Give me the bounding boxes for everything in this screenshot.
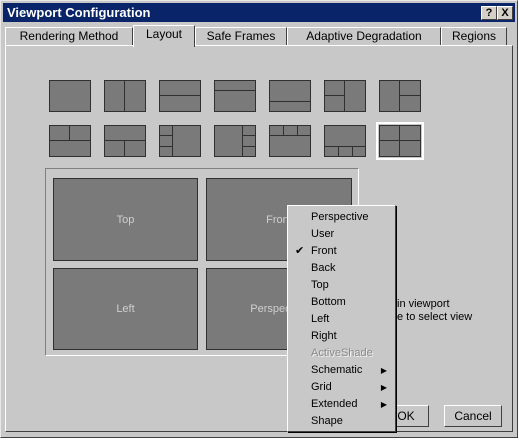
viewport-top[interactable]: Top xyxy=(53,178,198,261)
menu-item-extended[interactable]: Extended ▶ xyxy=(290,396,393,413)
layout-preset-13[interactable] xyxy=(324,125,366,157)
tab-rendering-method[interactable]: Rendering Method xyxy=(5,27,133,46)
layout-preset-1[interactable] xyxy=(49,80,91,112)
submenu-arrow-icon: ▶ xyxy=(380,400,387,409)
cancel-button[interactable]: Cancel xyxy=(444,405,502,427)
viewport-left-label: Left xyxy=(116,303,135,315)
layout-preset-6[interactable] xyxy=(324,80,366,112)
layout-preset-8[interactable] xyxy=(49,125,91,157)
menu-item-back[interactable]: Back xyxy=(290,260,393,277)
viewport-left[interactable]: Left xyxy=(53,268,198,350)
menu-item-shape[interactable]: Shape xyxy=(290,413,393,430)
tab-safe-frames[interactable]: Safe Frames xyxy=(195,27,287,46)
instruction-text: in viewport e to select view xyxy=(397,298,472,324)
menu-item-bottom[interactable]: Bottom xyxy=(290,294,393,311)
menu-item-label: Left xyxy=(311,313,330,325)
submenu-arrow-icon: ▶ xyxy=(380,366,387,375)
menu-item-label: User xyxy=(311,228,335,240)
layout-preset-4[interactable] xyxy=(214,80,256,112)
window-title: Viewport Configuration xyxy=(7,5,151,20)
view-context-menu: Perspective User ✔Front Back Top Bottom … xyxy=(287,205,396,432)
help-button[interactable]: ? xyxy=(481,6,497,20)
menu-item-label: Right xyxy=(311,330,337,342)
viewport-front-label: Front xyxy=(266,213,292,226)
layout-preset-14[interactable] xyxy=(376,122,424,160)
close-button[interactable]: X xyxy=(497,6,513,20)
menu-item-label: Grid xyxy=(311,381,332,393)
menu-item-label: Extended xyxy=(311,398,358,410)
viewport-top-label: Top xyxy=(116,213,135,226)
layout-panel xyxy=(5,45,513,432)
layout-preset-5[interactable] xyxy=(269,80,311,112)
menu-item-label: ActiveShade xyxy=(311,347,373,359)
menu-item-label: Back xyxy=(311,262,336,274)
menu-item-label: Bottom xyxy=(311,296,346,308)
menu-item-schematic[interactable]: Schematic ▶ xyxy=(290,362,393,379)
layout-preset-3[interactable] xyxy=(159,80,201,112)
layout-preset-9[interactable] xyxy=(104,125,146,157)
layout-preset-7[interactable] xyxy=(379,80,421,112)
menu-item-grid[interactable]: Grid ▶ xyxy=(290,379,393,396)
menu-item-left[interactable]: Left xyxy=(290,311,393,328)
menu-item-activeshade: ActiveShade xyxy=(290,345,393,362)
menu-item-label: Perspective xyxy=(311,211,369,223)
menu-item-label: Front xyxy=(311,245,337,257)
menu-item-right[interactable]: Right xyxy=(290,328,393,345)
menu-item-perspective[interactable]: Perspective xyxy=(290,209,393,226)
layout-preset-10[interactable] xyxy=(159,125,201,157)
tab-regions[interactable]: Regions xyxy=(441,27,507,46)
instruction-line-1: in viewport xyxy=(397,298,450,310)
checkmark-icon: ✔ xyxy=(295,245,305,257)
menu-item-label: Schematic xyxy=(311,364,363,376)
submenu-arrow-icon: ▶ xyxy=(380,383,387,392)
title-bar: Viewport Configuration ? X xyxy=(3,3,515,22)
layout-preset-2[interactable] xyxy=(104,80,146,112)
menu-item-label: Shape xyxy=(311,415,343,427)
tab-adaptive-degradation[interactable]: Adaptive Degradation xyxy=(287,27,441,46)
tab-layout[interactable]: Layout xyxy=(133,25,195,47)
menu-item-user[interactable]: User xyxy=(290,226,393,243)
layout-preset-11[interactable] xyxy=(214,125,256,157)
tab-strip: Rendering Method Layout Safe Frames Adap… xyxy=(5,25,511,47)
menu-item-label: Top xyxy=(311,279,329,291)
layout-preset-12[interactable] xyxy=(269,125,311,157)
instruction-line-2: e to select view xyxy=(397,311,473,323)
menu-item-top[interactable]: Top xyxy=(290,277,393,294)
menu-item-front[interactable]: ✔ Front xyxy=(290,243,393,260)
